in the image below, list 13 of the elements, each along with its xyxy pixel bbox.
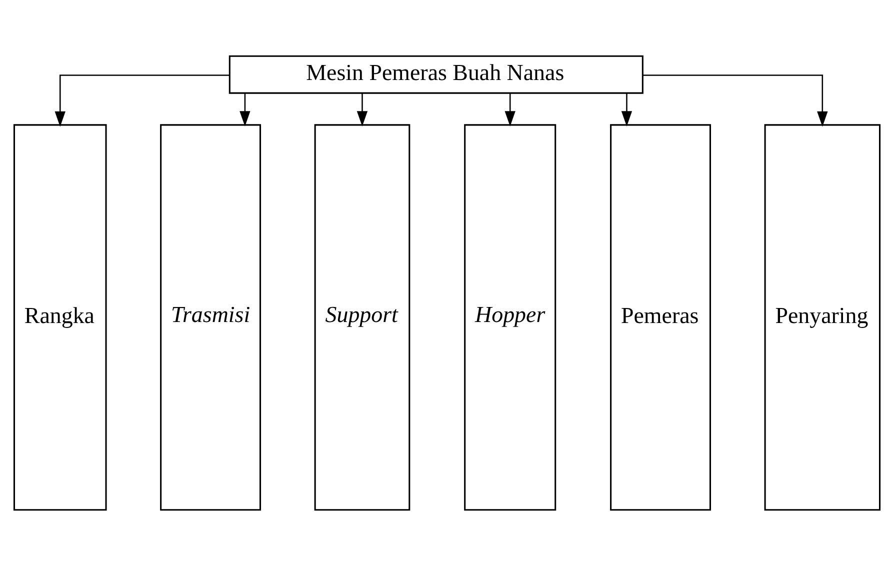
node-box: Trasmisi	[160, 124, 261, 510]
node-box: Mesin Pemeras Buah Nanas	[228, 54, 643, 94]
arrow	[642, 74, 828, 126]
node-box: Hopper	[464, 124, 556, 510]
node-box: Support	[314, 124, 410, 510]
node-box: Pemeras	[610, 124, 710, 510]
arrow	[356, 92, 368, 126]
node-box: Rangka	[12, 124, 106, 510]
arrow	[620, 92, 632, 126]
node-box: Penyaring	[764, 124, 880, 510]
arrow	[504, 92, 515, 126]
arrow	[239, 92, 250, 126]
arrow	[54, 74, 229, 126]
